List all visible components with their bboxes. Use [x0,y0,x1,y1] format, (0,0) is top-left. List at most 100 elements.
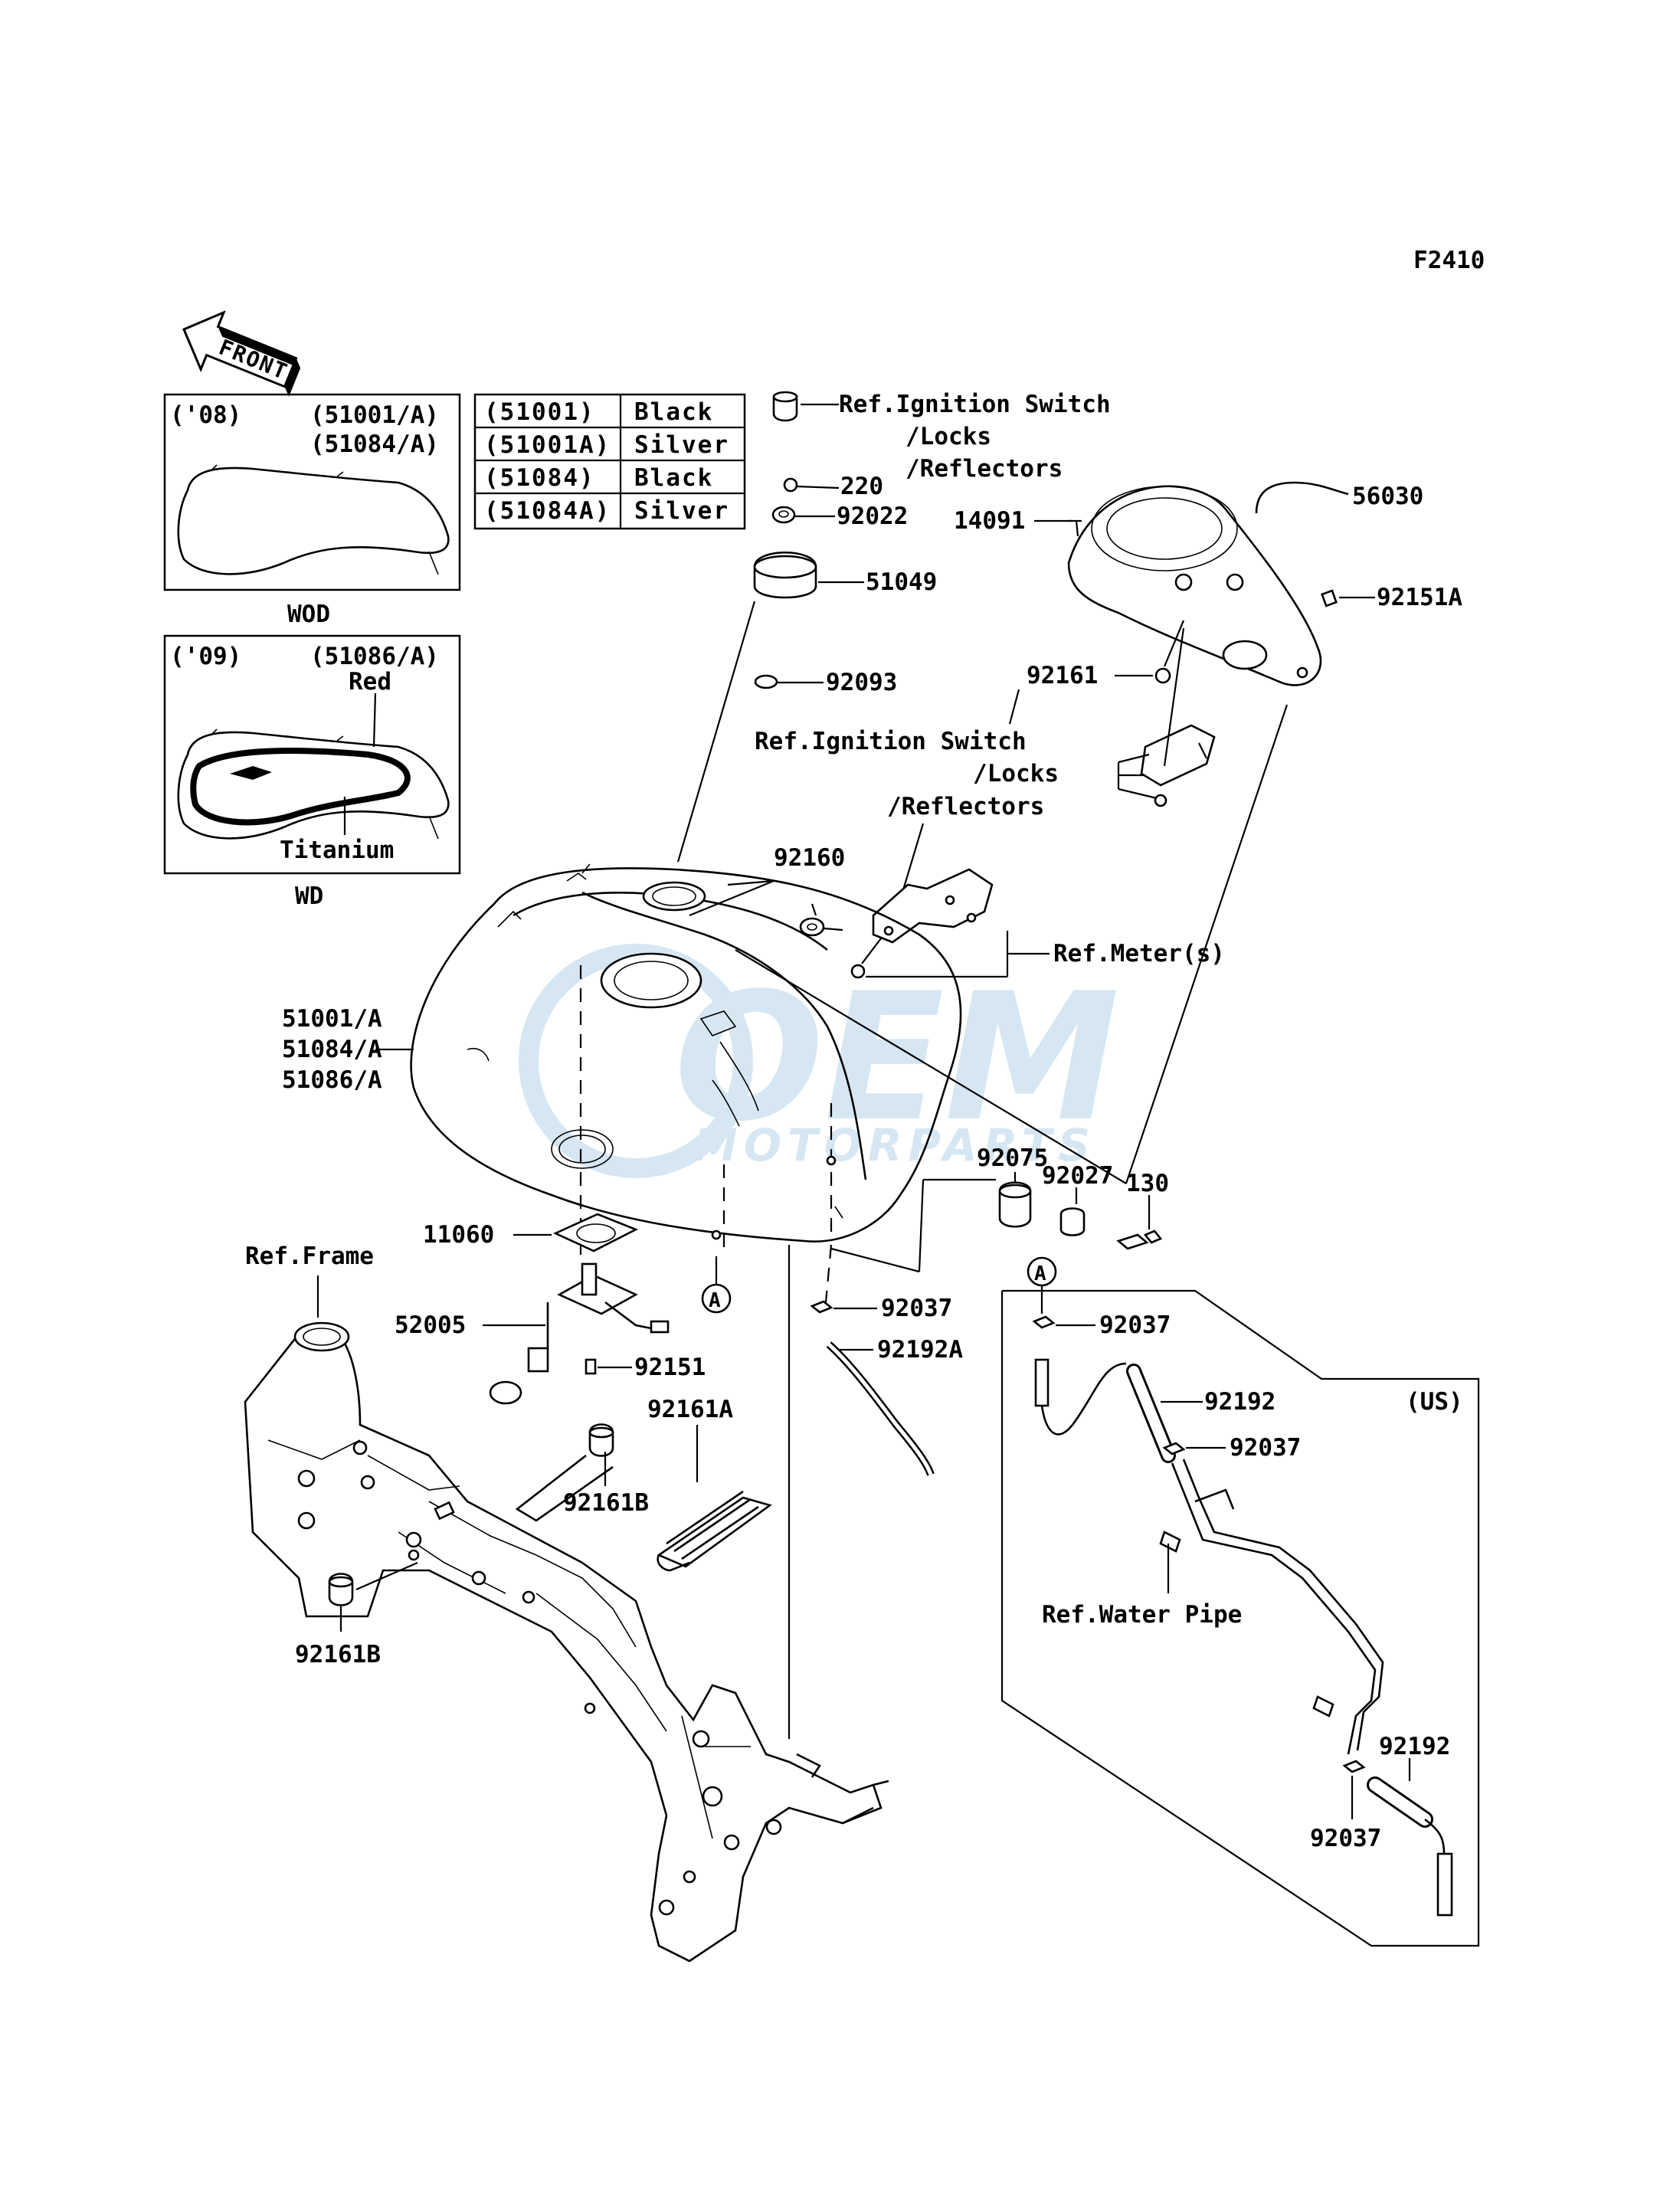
table-row-1-color: Black [634,398,713,426]
callout-a-tank: A [701,1155,837,1314]
table-row-2-color: Silver [634,431,729,459]
us-label: (US) [1406,1388,1463,1416]
wd-year: ('09) [170,643,241,670]
part-92161: 92161 [1027,620,1185,689]
table-row-3-color: Black [634,464,713,492]
pn-56030: 56030 [1352,483,1423,510]
wd-color-red: Red [349,668,391,696]
pn-220: 220 [840,473,883,500]
wd-tank-outline [177,731,450,840]
key-cap-part [772,395,798,422]
wd-emblem-icon [230,766,272,780]
pn-51049: 51049 [866,568,937,596]
wd-tank-graphic [190,748,411,826]
pn-tank-3: 51086/A [282,1066,382,1094]
pn-92160: 92160 [774,844,845,872]
pn-130: 130 [1126,1170,1169,1197]
pn-92192-a: 92192 [1204,1388,1276,1416]
part-92151A: 92151A [1321,584,1462,611]
wd-codes: (51086/A) [310,643,439,670]
pn-tank-1: 51001/A [282,1005,382,1033]
pn-92192A: 92192A [877,1336,963,1364]
part-92037-us-3: 92037 [1310,1760,1381,1852]
part-92161B-upper: 92161B [515,1423,649,1522]
ref-ignition-top-1: Ref.Ignition Switch [839,391,1111,418]
wd-color-titanium: Titanium [280,837,394,864]
table-row-2-code: (51001A) [484,431,611,459]
ref-meter: Ref.Meter(s) [1053,940,1225,968]
wod-caption: WOD [287,601,330,628]
color-table: (51001) Black (51001A) Silver (51084) Bl… [473,393,746,530]
table-row-4-code: (51084A) [484,497,611,525]
part-92027: 92027 [1042,1162,1113,1236]
watermark-globe-icon [519,944,753,1178]
pn-92027: 92027 [1042,1162,1113,1190]
part-92093: 92093 [754,669,897,696]
pn-92161B-2: 92161B [295,1641,381,1668]
diagram-code: F2410 [1413,247,1485,274]
part-92192-us-2: 92192 [1367,1733,1453,1917]
ignition-ref-top: Ref.Ignition Switch /Locks /Reflectors [772,391,1111,483]
part-52005: 52005 [395,1262,670,1405]
wd-variant-box: ('09) (51086/A) Red Titanium WD [163,634,461,910]
meter-bracket-part: Ref.Meter(s) [850,868,1225,979]
pn-92192-b: 92192 [1379,1733,1450,1760]
pn-92037-a: 92037 [881,1295,952,1322]
ignition-bracket-part [1117,724,1216,807]
pn-92161A: 92161A [647,1396,733,1423]
wod-codes: (51001/A) [310,401,439,429]
pn-92037-c: 92037 [1230,1434,1301,1462]
pn-92151A: 92151A [1377,584,1462,611]
part-92161B-lower: 92161B [295,1561,418,1668]
pn-92037-b: 92037 [1099,1311,1171,1339]
ref-ignition-top-3: /Reflectors [905,455,1063,483]
wod-codes2: (51084/A) [310,431,439,458]
pn-92022: 92022 [837,503,908,530]
table-row-3-code: (51084) [484,464,595,492]
ref-ignition-mid-3: /Reflectors [887,793,1044,820]
ref-ignition-mid-2: /Locks [973,760,1059,787]
pn-92075: 92075 [977,1144,1048,1172]
part-92192A: 92192A [788,1245,963,1739]
callout-a-tank-label: A [709,1289,721,1312]
watermark: OEM MOTORPARTS [519,944,1120,1178]
watermark-sub: MOTORPARTS [693,1119,1096,1171]
pn-tank-2: 51084/A [282,1036,382,1063]
pn-52005: 52005 [395,1311,466,1339]
meter-cover-part: 14091 [954,485,1322,686]
fuel-tank-part: 51001/A 51084/A 51086/A [282,863,962,1243]
ref-frame: Ref.Frame [245,1243,374,1270]
part-92022: 92022 [771,503,908,530]
water-pipe-part: Ref.Water Pipe [1042,1459,1384,1755]
part-56030: 56030 [1255,481,1423,514]
part-92037-us-2: 92037 [1162,1434,1301,1462]
part-220: 220 [783,473,883,500]
us-variant-box: (US) A [1000,1256,1480,1947]
pn-92161: 92161 [1027,662,1098,689]
front-arrow-icon: FRONT [182,310,301,397]
ref-water-pipe: Ref.Water Pipe [1042,1601,1242,1629]
part-92151: 92151 [585,1354,706,1381]
part-92037-us-1: 92037 [1032,1311,1171,1339]
us-short-hose [1034,1358,1127,1436]
wd-caption: WD [295,882,323,910]
pn-92093: 92093 [826,669,897,696]
frame-part: Ref.Frame [244,1243,889,1963]
pn-92151: 92151 [634,1354,706,1381]
table-row-4-color: Silver [634,497,729,525]
wod-tank-outline [177,467,450,575]
ref-ignition-top-2: /Locks [905,423,991,450]
table-row-1-code: (51001) [484,398,595,426]
ref-ignition-mid-1: Ref.Ignition Switch [755,728,1027,755]
part-51049: 51049 [676,551,937,863]
part-92037-tank: 92037 [810,1295,952,1322]
wod-variant-box: ('08) (51001/A) (51084/A) WOD [163,393,461,628]
part-92161A: 92161A [647,1396,772,1572]
wod-year: ('08) [170,401,241,429]
part-92075: 92075 [830,1144,1048,1273]
callout-a-us-label: A [1034,1262,1046,1285]
part-92160: 92160 [689,844,845,937]
part-92192-us-1: 92192 [1126,1364,1276,1463]
pn-11060: 11060 [423,1221,494,1249]
watermark-brand: OEM [674,956,1120,1161]
